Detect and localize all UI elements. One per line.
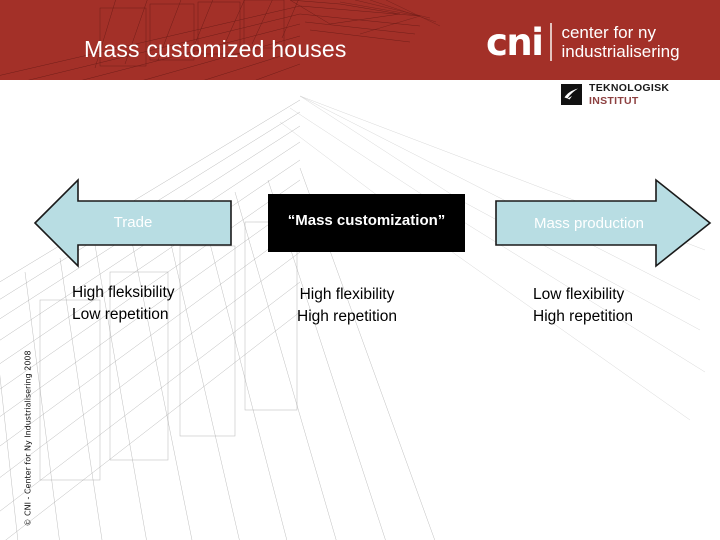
page-title: Mass customized houses [84,36,347,62]
cni-tagline: center for ny industrialisering [561,23,679,61]
description-mass-customization: High flexibility High repetition [297,284,397,328]
cni-tagline-line1: center for ny [561,23,656,42]
description-mass-production: Low flexibility High repetition [533,284,633,328]
teknologisk-institut-mark-icon [561,84,582,105]
description-mass-production-line1: Low flexibility [533,286,625,303]
description-trade-line1: High fleksibility [72,284,175,301]
cni-wordmark: cni [486,20,544,64]
box-mass-customization-label: “Mass customization” [287,212,446,229]
cni-tagline-line2: industrialisering [561,42,680,61]
arrow-right-label: Mass production [533,215,645,232]
cni-logo-divider [550,23,553,61]
description-trade: High fleksibility Low repetition [72,282,175,326]
ti-line-2: INSTITUT [589,94,639,107]
arrow-left-trade [33,178,232,268]
description-mass-customization-line2: High repetition [297,308,397,325]
cni-logo: cni center for ny industrialisering [486,20,680,64]
copyright-notice: © CNI - Center for Ny Industrialisering … [23,350,33,527]
teknologisk-institut-wordmark: TEKNOLOGISK INSTITUT [589,83,669,106]
teknologisk-institut-logo: TEKNOLOGISK INSTITUT [561,83,669,106]
description-mass-customization-line1: High flexibility [299,286,395,303]
description-trade-line2: Low repetition [72,306,169,323]
box-mass-customization [268,194,465,252]
header-wireframe-overlay [0,0,441,80]
description-mass-production-line2: High repetition [533,308,633,325]
ti-line-1: TEKNOLOGISK [589,82,670,94]
arrow-right-mass-production [495,178,712,268]
arrow-left-label: Trade [113,214,153,231]
header-band: Mass customized houses cni center for ny… [0,0,720,80]
